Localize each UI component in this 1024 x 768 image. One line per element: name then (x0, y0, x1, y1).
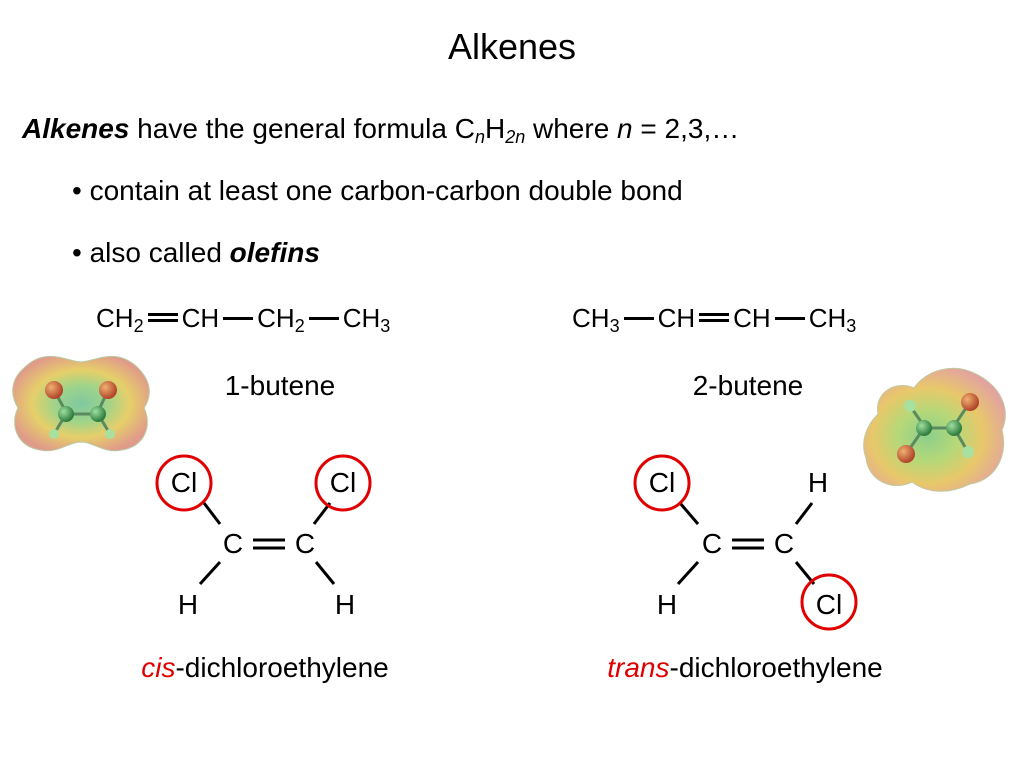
bond-cis-tl (202, 502, 222, 525)
atom-trans-cl-left: Cl (648, 467, 676, 498)
name-cis-prefix: cis (141, 652, 176, 683)
model-atom (961, 393, 979, 411)
ethylene-model-right (863, 367, 1006, 492)
name-cis-suffix: -dichloroethylene (175, 652, 389, 683)
group-ch3: CH (342, 303, 381, 333)
intro-text-3: where (525, 113, 618, 144)
model-atom (90, 406, 106, 422)
model-atom (49, 429, 59, 439)
group-sub: 2 (294, 316, 305, 336)
atom-cis-h-right: H (334, 589, 356, 620)
group-ch2: CH (96, 303, 134, 333)
highlight-circle-trans-right (800, 573, 858, 631)
model-atom (962, 446, 974, 458)
highlight-circle-cis-right (314, 454, 372, 512)
intro-term: Alkenes (22, 113, 130, 144)
group-sub: 3 (380, 316, 391, 336)
model-atom (45, 381, 63, 399)
bullet-double-bond: • contain at least one carbon-carbon dou… (72, 175, 683, 206)
bond-cis-bl (198, 560, 222, 586)
potential-surface (12, 355, 150, 452)
name-cis-dichloroethylene: cis-dichloroethylene (100, 652, 430, 684)
group-sub: 3 (609, 316, 620, 336)
potential-surface (863, 367, 1006, 492)
atom-trans-h-right: H (807, 467, 829, 498)
bullet-olefins-term: olefins (229, 237, 320, 268)
group-ch3: CH (808, 303, 847, 333)
atom-cis-cl-right: Cl (329, 467, 357, 498)
intro-text-2: H (484, 113, 506, 144)
atom-cis-c-left: C (222, 528, 244, 559)
model-atom (897, 445, 915, 463)
single-bond (774, 316, 805, 320)
group-ch: CH (733, 303, 771, 333)
group-ch2: CH (257, 303, 295, 333)
bond-trans-tl (678, 502, 700, 525)
name-1-butene: 1-butene (224, 370, 336, 401)
bond-trans-bl (676, 560, 700, 586)
model-atom (105, 429, 115, 439)
name-trans-suffix: -dichloroethylene (669, 652, 883, 683)
highlight-circle-cis-left (155, 454, 213, 512)
single-bond (623, 316, 654, 320)
atom-trans-cl-right: Cl (815, 589, 843, 620)
name-trans-dichloroethylene: trans-dichloroethylene (570, 652, 920, 684)
model-atom (99, 381, 117, 399)
atom-cis-c-right: C (294, 528, 316, 559)
bond-cis-br (314, 561, 336, 585)
atom-trans-c-left: C (701, 528, 723, 559)
atom-cis-h-left: H (177, 589, 199, 620)
model-atom (946, 420, 962, 436)
bullet-olefins-text: • also called (72, 237, 230, 268)
double-bond (699, 312, 730, 322)
group-sub: 2 (133, 316, 144, 336)
atom-cis-cl-left: Cl (170, 467, 198, 498)
model-atom (916, 420, 932, 436)
intro-sub-2: 2n (505, 127, 526, 147)
model-atom (58, 406, 74, 422)
group-ch: CH (181, 303, 220, 333)
intro-text-4: = 2,3,… (632, 113, 740, 144)
model-atom (904, 400, 916, 412)
group-ch3: CH (572, 303, 610, 333)
intro-var: n (617, 113, 633, 144)
single-bond (223, 316, 254, 320)
bullet-olefins: • also called olefins (72, 237, 320, 269)
name-2-butene: 2-butene (692, 370, 804, 401)
single-bond (308, 316, 339, 320)
intro-text-1: have the general formula C (129, 113, 475, 144)
name-trans-prefix: trans (607, 652, 670, 683)
ethylene-model-left (12, 355, 150, 452)
bond-trans-tr (794, 502, 814, 525)
highlight-circle-trans-left (633, 454, 691, 512)
intro-line: Alkenes have the general formula CnH2n w… (22, 113, 740, 147)
double-bond (147, 312, 178, 322)
atom-trans-c-right: C (773, 528, 795, 559)
group-ch: CH (657, 303, 696, 333)
slide-title: Alkenes (447, 26, 577, 67)
intro-sub-1: n (474, 127, 485, 147)
group-sub: 3 (846, 316, 857, 336)
atom-trans-h-left: H (656, 589, 678, 620)
